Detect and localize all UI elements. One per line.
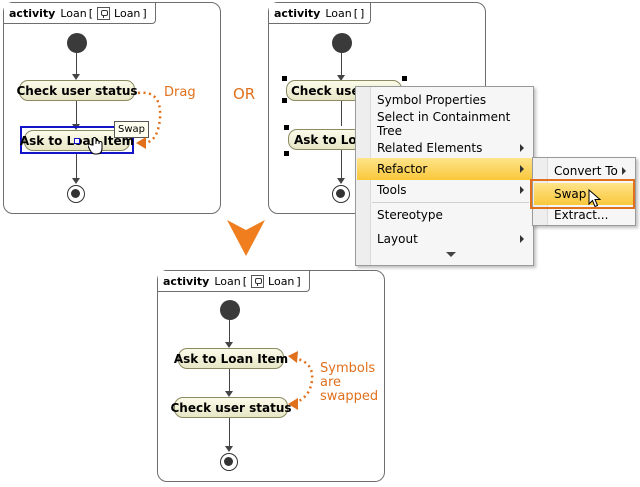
frame-keyword: activity [163,274,210,288]
activity-diagram-icon [97,6,111,20]
note-line: swapped [320,389,379,404]
arrowhead-icon [337,178,345,184]
diagram-frame-after: activity Loan [ Loan ] [157,270,385,482]
submenu-arrow-icon [622,167,626,175]
menu-item-swap[interactable]: Swap [534,183,634,205]
selection-handle[interactable] [282,98,287,103]
control-flow[interactable] [341,53,342,75]
arrow-cursor-icon [588,188,602,212]
control-flow[interactable] [229,320,230,343]
frame-header: activity Loan [ Loan ] [158,271,310,292]
note-line: are [320,375,342,390]
frame-header: activity Loan [ Loan ] [4,3,156,24]
or-label: OR [233,85,256,103]
control-flow[interactable] [229,418,230,446]
submenu-arrow-icon [520,144,524,152]
action-check-user-status[interactable]: Check user status [170,397,292,418]
control-flow[interactable] [229,369,230,392]
selection-handle[interactable] [284,125,289,130]
menu-item-extract[interactable]: Extract... [534,204,634,226]
final-node[interactable] [67,185,85,203]
final-node[interactable] [332,185,350,203]
final-node[interactable] [220,453,238,471]
menu-item-convert-to[interactable]: Convert To [534,160,634,182]
swap-tooltip: Swap [114,121,150,138]
action-check-user-status[interactable]: Check user status [16,80,138,101]
drag-label: Drag [164,85,196,100]
control-flow[interactable] [341,101,342,126]
arrowhead-icon [225,446,233,452]
menu-item-label: Tools [377,183,407,197]
refactor-submenu: Convert To Swap Extract... [532,157,636,226]
control-flow[interactable] [76,154,77,180]
note-line: Symbols [320,361,376,376]
arrowhead-icon [72,178,80,184]
frame-open-bracket: [ [88,6,94,20]
menu-item-label: Convert To [554,164,618,178]
drag-path [136,91,162,149]
arrowhead-icon [337,75,345,81]
action-ask-to-loan-item[interactable]: Ask to Loan Item [174,348,288,369]
result-arrow-icon [227,220,265,256]
submenu-arrow-icon [520,165,524,173]
menu-item-label: Extract... [554,208,609,222]
menu-item-label: Stereotype [377,208,443,222]
selection-handle[interactable] [402,76,407,81]
menu-item-layout[interactable]: Layout [357,228,532,250]
swap-highlight-box [530,179,635,209]
control-flow[interactable] [76,53,77,74]
frame-type-name: ] [360,6,365,20]
selection-handle[interactable] [284,151,289,156]
frame-type-name: Loan [268,274,295,288]
menu-item-related-elements[interactable]: Related Elements [357,137,532,159]
swapped-path [288,351,314,410]
initial-node[interactable] [67,33,87,53]
initial-node[interactable] [332,33,352,53]
frame-close-bracket: ] [296,274,301,288]
menu-item-label: Related Elements [377,141,483,155]
hand-cursor-icon [87,136,106,160]
swapped-note: Symbols are swapped [320,362,378,404]
frame-type-name: Loan [114,6,141,20]
frame-header: activity Loan [ ] [269,3,372,24]
frame-open-bracket: [ [353,6,359,20]
menu-item-select-in-containment-tree[interactable]: Select in Containment Tree [357,110,532,138]
menu-item-label: Select in Containment Tree [377,110,511,138]
selection-box [20,126,134,154]
activity-diagram-icon [251,274,265,288]
arrowhead-icon [72,74,80,80]
diagram-frame-before: activity Loan [ Loan ] [3,2,221,214]
frame-open-bracket: [ [242,274,248,288]
context-menu: Symbol Properties Select in Containment … [355,86,534,266]
menu-item-refactor[interactable]: Refactor [357,158,532,180]
frame-keyword: activity [9,6,56,20]
selection-handle[interactable] [282,76,287,81]
menu-scroll-down-icon[interactable] [446,252,456,257]
arrowhead-icon [225,342,233,348]
menu-item-label: Refactor [377,162,428,176]
arrowhead-icon [225,391,233,397]
menu-item-stereotype[interactable]: Stereotype [357,204,532,226]
frame-name: Loan [325,6,352,20]
frame-keyword: activity [274,6,321,20]
menu-item-symbol-properties[interactable]: Symbol Properties [357,89,532,111]
menu-separator [372,202,529,203]
submenu-arrow-icon [520,235,524,243]
menu-item-label: Symbol Properties [377,93,487,107]
frame-name: Loan [60,6,87,20]
control-flow[interactable] [76,101,77,125]
menu-item-label: Layout [377,232,418,246]
frame-close-bracket: ] [142,6,147,20]
move-handle-icon [74,138,80,144]
initial-node[interactable] [220,300,240,320]
control-flow[interactable] [341,150,342,178]
menu-item-label: Swap [554,187,587,201]
menu-item-tools[interactable]: Tools [357,179,532,201]
submenu-arrow-icon [520,186,524,194]
frame-name: Loan [214,274,241,288]
